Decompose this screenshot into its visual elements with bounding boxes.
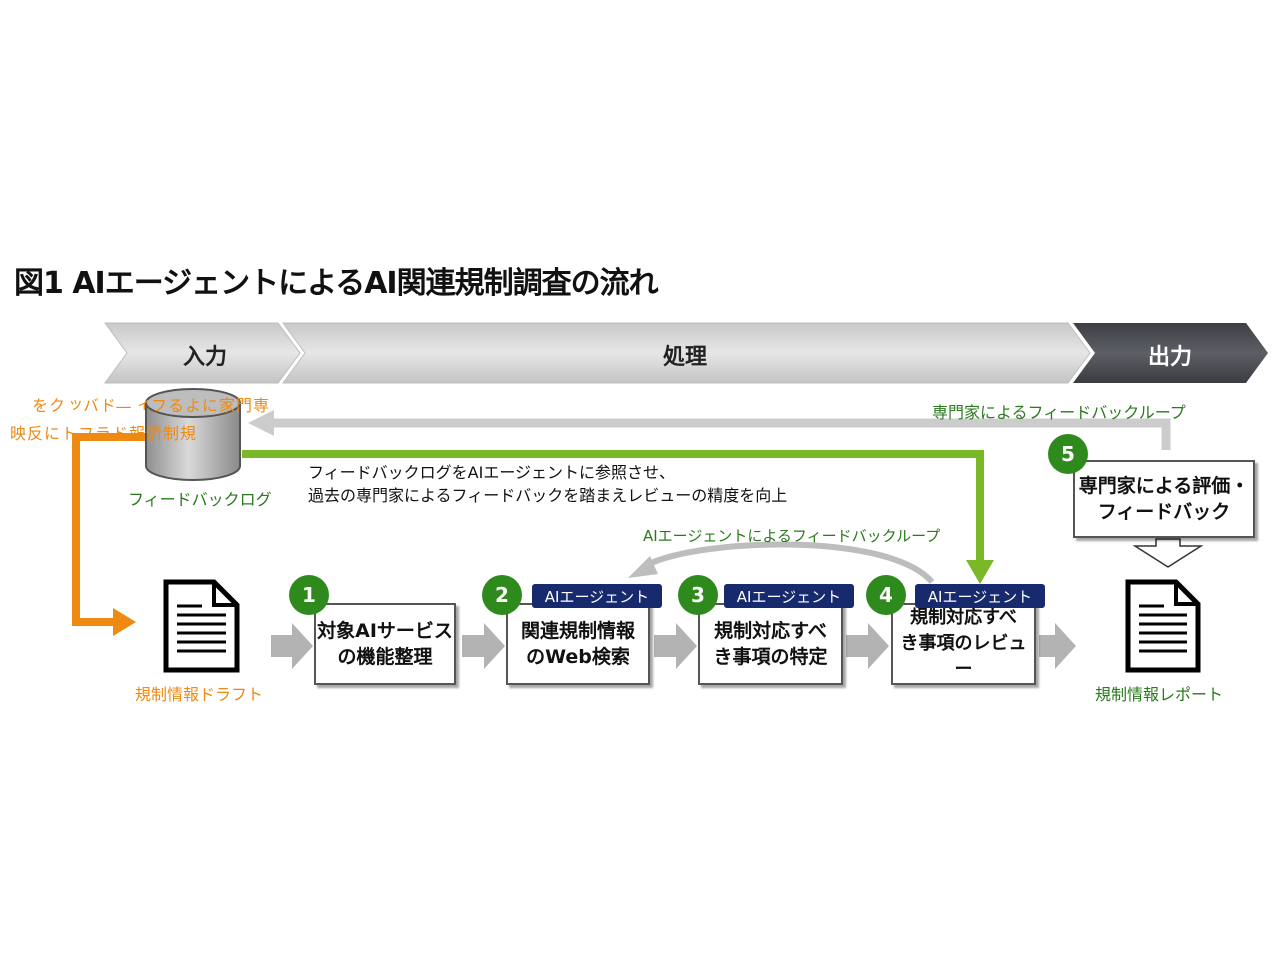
step-5-line2: フィードバック: [1097, 501, 1231, 523]
flow-arrow-0: [271, 623, 313, 669]
report-label: 規制情報レポート: [1095, 685, 1224, 704]
phase-output-label: 出力: [1147, 345, 1192, 370]
step-1-box: 対象AIサービスの機能整理: [314, 603, 456, 685]
step-4-box: 規制対応すべき事項のレビュー: [891, 603, 1036, 685]
step-1-line1: 対象AIサービス: [317, 620, 453, 642]
feedback-log-cylinder: [145, 388, 241, 481]
log-note-line2: 過去の専門家によるフィードバックを踏まえレビューの精度を向上: [308, 486, 788, 505]
step-3-agent-badge: AIエージェント: [724, 584, 854, 608]
reflect-arrowhead: [113, 608, 136, 636]
expert-to-report-arrow: [1132, 538, 1204, 568]
flow-arrow-3: [846, 623, 889, 669]
report-document-icon: [1125, 579, 1201, 673]
step-4-line2: き事項のレビュー: [900, 633, 1027, 680]
reflect-line: [72, 433, 145, 626]
diagram-title: 図1 AIエージェントによるAI関連規制調査の流れ: [14, 266, 659, 301]
step-2-number: 2: [482, 575, 522, 615]
log-reference-line: [242, 450, 984, 562]
step-5-box: 専門家による評価・フィードバック: [1073, 460, 1255, 538]
flow-arrow-2: [654, 623, 697, 669]
flow-arrow-1: [462, 623, 505, 669]
step-3-number: 3: [678, 575, 718, 615]
phase-output-chevron: [1073, 323, 1268, 383]
phase-input-chevron: [104, 322, 301, 384]
phase-process-label: 処理: [662, 345, 707, 370]
log-reference-arrowhead: [966, 560, 994, 584]
expert-loop-arrowhead: [248, 410, 274, 436]
step-2-line2: のWeb検索: [526, 646, 630, 668]
draft-document-icon: [163, 579, 240, 673]
draft-label: 規制情報ドラフト: [135, 685, 264, 704]
phase-input-label: 入力: [182, 345, 227, 370]
step-3-line2: き事項の特定: [713, 646, 828, 668]
feedback-log-label: フィードバックログ: [128, 490, 272, 509]
agent-loop-label: AIエージェントによるフィードバックループ: [643, 527, 941, 545]
step-2-line1: 関連規制情報: [520, 620, 635, 642]
step-3-line1: 規制対応すべ: [714, 620, 827, 642]
agent-loop-arc: [645, 541, 935, 585]
step-2-box: 関連規制情報のWeb検索: [506, 603, 650, 685]
step-5-number: 5: [1048, 434, 1088, 474]
log-note-line1: フィードバックログをAIエージェントに参照させ、: [308, 463, 676, 482]
phase-process-chevron: [282, 322, 1091, 384]
step-1-line2: の機能整理: [337, 646, 433, 668]
agent-loop-arrowhead: [628, 556, 658, 578]
step-5-line1: 専門家による評価・: [1078, 475, 1250, 497]
step-1-number: 1: [289, 575, 329, 615]
step-4-line1: 規制対応すべ: [910, 607, 1017, 628]
reflect-line2: 規制情報ドラフトに反映: [7, 425, 196, 441]
expert-loop-line: [270, 418, 1171, 450]
expert-loop-label: 専門家によるフィードバックループ: [932, 403, 1186, 422]
step-3-box: 規制対応すべき事項の特定: [698, 603, 843, 685]
step-4-agent-badge: AIエージェント: [915, 584, 1045, 608]
step-4-number: 4: [866, 575, 906, 615]
step-2-agent-badge: AIエージェント: [532, 584, 662, 608]
flow-arrow-4: [1039, 623, 1076, 669]
reflect-line1: 専門家によるフィ—ドバックを: [29, 397, 269, 416]
